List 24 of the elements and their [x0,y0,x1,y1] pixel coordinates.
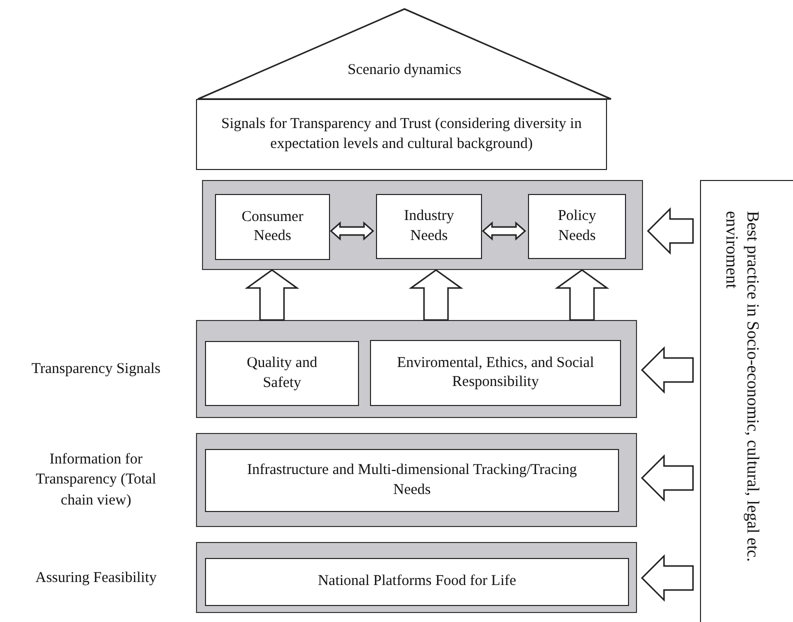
layer-heading: Transparency Signals [30,360,162,379]
block-arrow [646,207,694,255]
block-arrow [408,269,464,321]
block-arrow [640,554,694,602]
signal-box: Quality and Safety [205,341,359,406]
need-box: Industry Needs [376,194,482,259]
side-label: Best practice in Socio-economic, cultural, legal etc. enviroment [721,211,764,564]
platform-box: National Platforms Food for Life [205,558,629,606]
layer-band [202,180,643,270]
need-box: Consumer Needs [215,194,330,260]
block-arrow [554,269,610,321]
side-panel [700,180,793,622]
need-box: Policy Needs [528,194,626,259]
layer-heading: Assuring Feasibility [34,568,158,588]
roof-label: Scenario dynamics [346,61,462,80]
information-box: Infrastructure and Multi-dimensional Tracking/Tracing Needs [205,449,619,512]
signal-box: Enviromental, Ethics, and Social Responsibility [370,340,621,406]
block-arrow [640,346,694,394]
double-block-arrow [330,221,374,241]
layer-heading: Information for Transparency (Total chain view) [34,450,158,510]
block-arrow [640,454,694,502]
block-arrow [244,269,300,321]
trust-signals-box: Signals for Transparency and Trust (considering diversity in expectation levels and cultural background) [196,99,607,170]
double-block-arrow [482,221,526,241]
